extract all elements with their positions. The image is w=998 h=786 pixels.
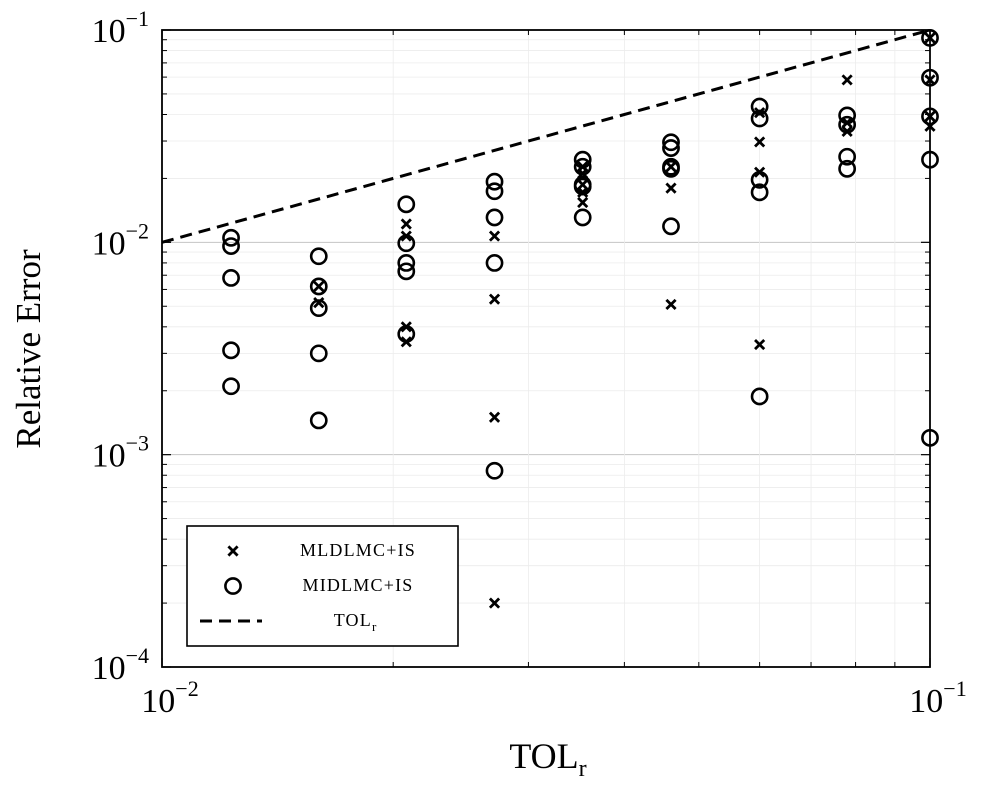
cross-stroke: [400, 218, 412, 230]
legend-item-tolr: TOLr: [200, 610, 377, 634]
midlmc-point: [838, 106, 857, 125]
x-tick-label: 10−1: [909, 676, 966, 720]
plot-area-frame: [161, 29, 931, 668]
cross-stroke: [313, 280, 325, 293]
midlmc-point: [662, 133, 680, 152]
mldlmc-point: [313, 297, 325, 309]
x-axis-label: TOLr: [509, 736, 586, 782]
legend-label-mldlmc: MLDLMC+IS: [300, 540, 416, 560]
midlmc-point: [838, 159, 857, 178]
cross-stroke: [754, 136, 766, 148]
mldlmc-point: [577, 196, 589, 209]
midlmc-point: [485, 208, 504, 227]
cross-stroke: [313, 297, 325, 309]
mldlmc-point: [488, 293, 501, 305]
cross-stroke: [488, 293, 501, 305]
cross-stroke: [754, 107, 766, 119]
midlmc-point: [750, 109, 769, 128]
mldlmc-point: [754, 136, 766, 148]
midlmc-point: [485, 172, 504, 191]
legend-circle: [224, 577, 242, 595]
cross-stroke: [665, 298, 677, 311]
legend-circle-marker: [224, 577, 242, 595]
y-tick-label: 10−1: [92, 6, 149, 50]
midlmc-point: [485, 182, 504, 201]
midlmc-point: [750, 183, 769, 202]
midlmc-point: [573, 208, 592, 227]
midlmc-point: [397, 254, 416, 272]
mldlmc-point: [665, 182, 677, 194]
y-tick-label: 10−4: [92, 643, 149, 687]
midlmc-point: [222, 377, 240, 396]
mldlmc-point: [313, 280, 325, 293]
midlmc-point: [573, 177, 592, 196]
cross-stroke: [665, 182, 677, 194]
scatter-series: [222, 28, 939, 609]
cross-stroke: [665, 161, 677, 173]
midlmc-point: [485, 461, 504, 480]
midlmc-point: [309, 277, 328, 296]
y-axis-label: Relative Error: [9, 249, 48, 449]
cross-stroke: [754, 338, 766, 351]
mldlmc-point: [488, 411, 501, 423]
midlmc-point: [485, 254, 504, 272]
y-tick-label: 10−2: [92, 218, 149, 262]
legend-item-mldlmc: MLDLMC+IS: [227, 540, 416, 560]
legend-item-midlmc: MIDLMC+IS: [224, 575, 414, 595]
midlmc-point: [309, 247, 328, 266]
x-tick-label: 10−2: [141, 676, 198, 720]
cross-stroke: [488, 230, 501, 242]
cross-stroke: [841, 74, 853, 86]
midlmc-point: [573, 150, 592, 169]
cross-stroke: [577, 196, 589, 209]
midlmc-point: [750, 170, 769, 189]
midlmc-point: [397, 262, 416, 281]
midlmc-point: [222, 341, 240, 360]
midlmc-point: [838, 147, 857, 166]
legend-label-midlmc: MIDLMC+IS: [303, 575, 414, 595]
midlmc-point: [309, 344, 328, 363]
midlmc-point: [750, 97, 769, 116]
midlmc-point: [573, 157, 592, 176]
tolr-reference-line: [161, 28, 931, 244]
midlmc-point: [397, 234, 416, 253]
midlmc-point: [838, 115, 857, 134]
cross-stroke: [227, 545, 239, 557]
midlmc-point: [222, 237, 240, 255]
mldlmc-point: [488, 230, 501, 242]
mldlmc-point: [665, 161, 677, 173]
mldlmc-point: [841, 74, 853, 86]
cross-stroke: [488, 597, 501, 609]
midlmc-point: [309, 411, 328, 430]
legend-label-tolr: TOLr: [334, 610, 377, 634]
grid: [162, 30, 930, 667]
legend-cross-marker: [227, 545, 239, 557]
midlmc-point: [222, 268, 240, 287]
legend-cross: [227, 545, 239, 557]
midlmc-point: [750, 387, 769, 406]
y-tick-label: 10−3: [92, 431, 149, 475]
mldlmc-point: [754, 107, 766, 119]
midlmc-point: [309, 299, 328, 318]
mldlmc-point: [754, 338, 766, 351]
mldlmc-point: [488, 597, 501, 609]
midlmc-point: [662, 139, 680, 157]
midlmc-point: [397, 325, 416, 343]
midlmc-point: [662, 159, 680, 178]
midlmc-point: [222, 228, 240, 247]
legend-box: [186, 525, 459, 647]
midlmc-point: [662, 217, 680, 236]
legend: MLDLMC+IS MIDLMC+IS TOLr: [186, 525, 459, 647]
midlmc-point: [397, 195, 416, 214]
mldlmc-point: [665, 298, 677, 311]
cross-stroke: [488, 411, 501, 423]
mldlmc-point: [400, 218, 412, 230]
